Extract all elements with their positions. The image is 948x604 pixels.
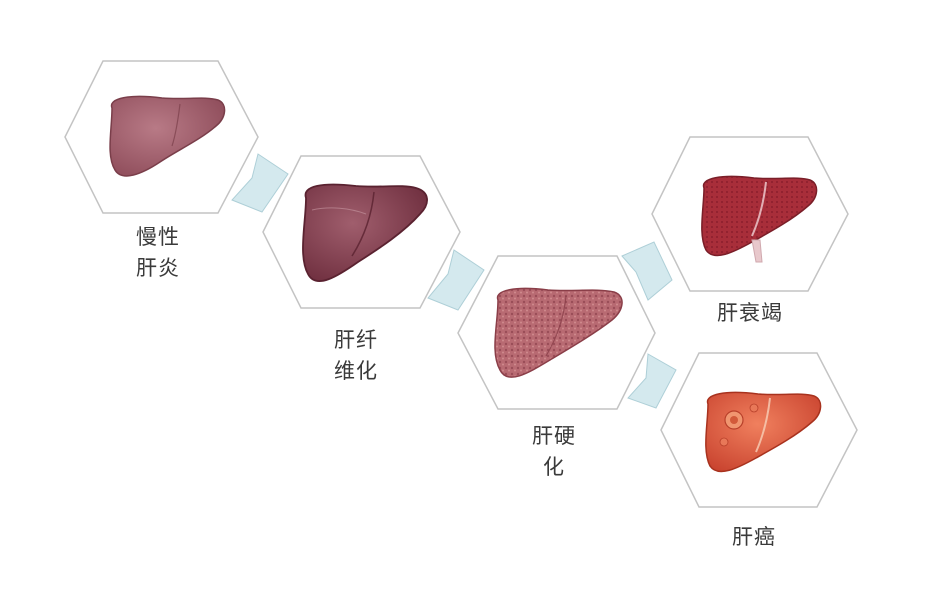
label-line: 慢性 [136,225,180,249]
label-line: 肝硬 [532,424,576,448]
liver-illustration-5 [705,391,822,473]
label-line: 肝纤 [334,328,378,352]
label-line: 肝衰竭 [717,301,783,325]
label-liver-failure: 肝衰竭 [700,298,800,329]
label-liver-cancer: 肝癌 [716,522,792,553]
liver-illustration-4 [701,175,818,263]
label-cirrhosis: 肝硬 化 [516,421,592,483]
arrow-connector-3 [621,241,673,301]
label-line: 肝炎 [136,256,180,280]
label-line: 维化 [334,359,378,383]
arrow-connector-1 [231,153,289,213]
liver-illustration-1 [109,95,226,177]
label-line: 肝癌 [732,525,776,549]
label-line: 化 [543,455,565,479]
label-chronic-hepatitis: 慢性 肝炎 [120,222,196,284]
liver-illustration-3 [494,287,623,378]
arrow-connector-2 [427,249,485,311]
label-liver-fibrosis: 肝纤 维化 [318,325,394,387]
liver-illustration-2 [302,183,428,283]
arrow-connector-4 [627,353,677,409]
